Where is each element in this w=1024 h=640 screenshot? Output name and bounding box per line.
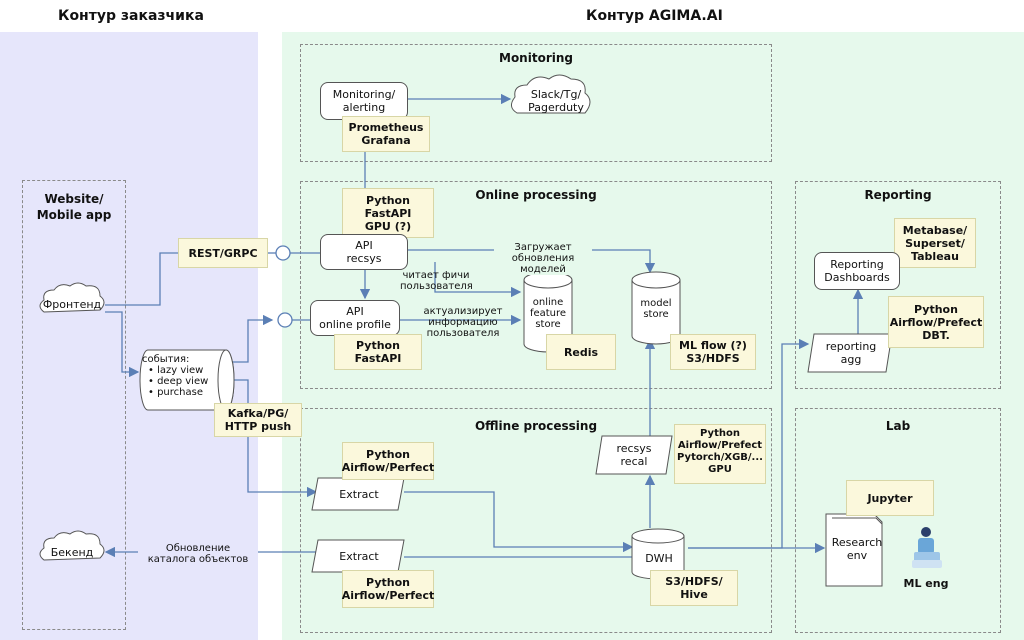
online-feature-store-node: online feature store — [529, 296, 567, 330]
catalog-update-label: Обновление каталога объектов — [138, 543, 258, 565]
connector-circle-2 — [277, 312, 293, 328]
group-online-title: Online processing — [475, 188, 597, 202]
monitoring-alerting-node: Monitoring/ alerting — [320, 82, 408, 120]
s3-hdfs-hive-note: S3/HDFS/ Hive — [650, 570, 738, 606]
events-item-1: • lazy view — [148, 365, 204, 376]
api-online-profile-node: API online profile — [310, 300, 400, 336]
rest-grpc-note: REST/GRPC — [178, 238, 268, 268]
group-monitoring: Monitoring — [300, 44, 772, 162]
group-website-title: Website/ Mobile app — [36, 192, 112, 222]
cylinder-modelstore — [631, 271, 681, 345]
events-label: события: • lazy view • deep view • purch… — [142, 354, 226, 398]
recsys-recal-node: recsys recal — [616, 442, 652, 468]
python-fastapi-note: Python FastAPI — [334, 334, 422, 370]
group-online: Online processing — [300, 181, 772, 389]
group-website: Website/ Mobile app — [22, 180, 126, 630]
cloud-backend — [39, 530, 105, 561]
loads-models-label: Загружает обновления моделей — [494, 242, 592, 275]
edge-frontend-events — [105, 311, 140, 378]
metabase-note: Metabase/ Superset/ Tableau — [894, 218, 976, 268]
shape-reporting-agg — [807, 333, 893, 373]
prometheus-note: Prometheus Grafana — [342, 116, 430, 152]
agima-zone-title: Контур AGIMA.AI — [586, 8, 723, 24]
cylinder-events — [139, 349, 235, 411]
client-zone — [0, 32, 258, 640]
events-item-2: • deep view — [148, 376, 209, 387]
edge-recsys-featurestore — [434, 262, 522, 298]
api-recsys-node: API recsys — [320, 234, 408, 270]
ml-eng-label: ML eng — [903, 577, 949, 590]
jupyter-note: Jupyter — [846, 480, 934, 516]
edge-extract1-dwh — [404, 491, 634, 553]
dwh-node: DWH — [645, 551, 673, 565]
ml-engineer-figure-icon — [912, 527, 942, 568]
extract-node-2: Extract — [339, 549, 379, 563]
edge-events-profile — [232, 314, 274, 363]
shape-recsys-recal — [595, 435, 673, 475]
python-airflow-dbt-note: Python Airflow/Prefect DBT. — [888, 296, 984, 348]
edge-frontend-rest — [105, 252, 178, 306]
gpu-text: GPU — [708, 464, 732, 475]
group-lab-title: Lab — [885, 419, 911, 433]
group-lab: Lab — [795, 408, 1001, 633]
group-monitoring-title: Monitoring — [499, 51, 573, 65]
events-title: события: — [142, 354, 190, 365]
python-airflow-note-2: Python Airflow/Perfect — [342, 570, 434, 608]
python-airflow-note-1: Python Airflow/Perfect — [342, 442, 434, 480]
redis-note: Redis — [546, 334, 616, 370]
python-fastapi-gpu-note: Python FastAPI GPU (?) — [342, 188, 434, 238]
edge-dwh-reportingagg — [688, 338, 810, 549]
cylinder-dwh — [631, 528, 685, 580]
reads-features-label: читает фичи пользователя — [400, 270, 473, 292]
cylinder-featurestore — [523, 271, 573, 353]
kafka-note: Kafka/PG/ HTTP push — [214, 403, 302, 437]
extract-node-1: Extract — [339, 487, 379, 501]
group-reporting: Reporting — [795, 181, 1001, 389]
cloud-slack — [511, 74, 591, 114]
python-stack-text: Python Airflow/Prefect Pytorch/XGB/... — [677, 428, 763, 463]
updates-info-label: актуализирует информацию пользователя — [423, 306, 503, 339]
python-stack-note: Python Airflow/Prefect Pytorch/XGB/... G… — [674, 424, 766, 484]
reporting-agg-node: reporting agg — [825, 340, 877, 366]
slack-node: Slack/Tg/ Pagerduty — [528, 88, 584, 114]
reporting-dashboards-node: Reporting Dashboards — [814, 252, 900, 290]
group-reporting-title: Reporting — [864, 188, 932, 202]
research-env-node: Research env — [831, 536, 883, 562]
connector-circle-1 — [275, 245, 291, 261]
client-zone-title: Контур заказчика — [58, 8, 204, 24]
mlflow-note: ML flow (?) S3/HDFS — [670, 334, 756, 370]
events-item-3: • purchase — [148, 387, 203, 398]
group-offline-title: Offline processing — [474, 419, 598, 433]
group-offline: Offline processing — [300, 408, 772, 633]
backend-node: Бекенд — [50, 545, 94, 559]
cloud-frontend — [39, 282, 105, 313]
frontend-node: Фронтенд — [42, 297, 102, 311]
model-store-node: model store — [640, 298, 672, 320]
edge-recsys-modelstore — [408, 249, 656, 274]
